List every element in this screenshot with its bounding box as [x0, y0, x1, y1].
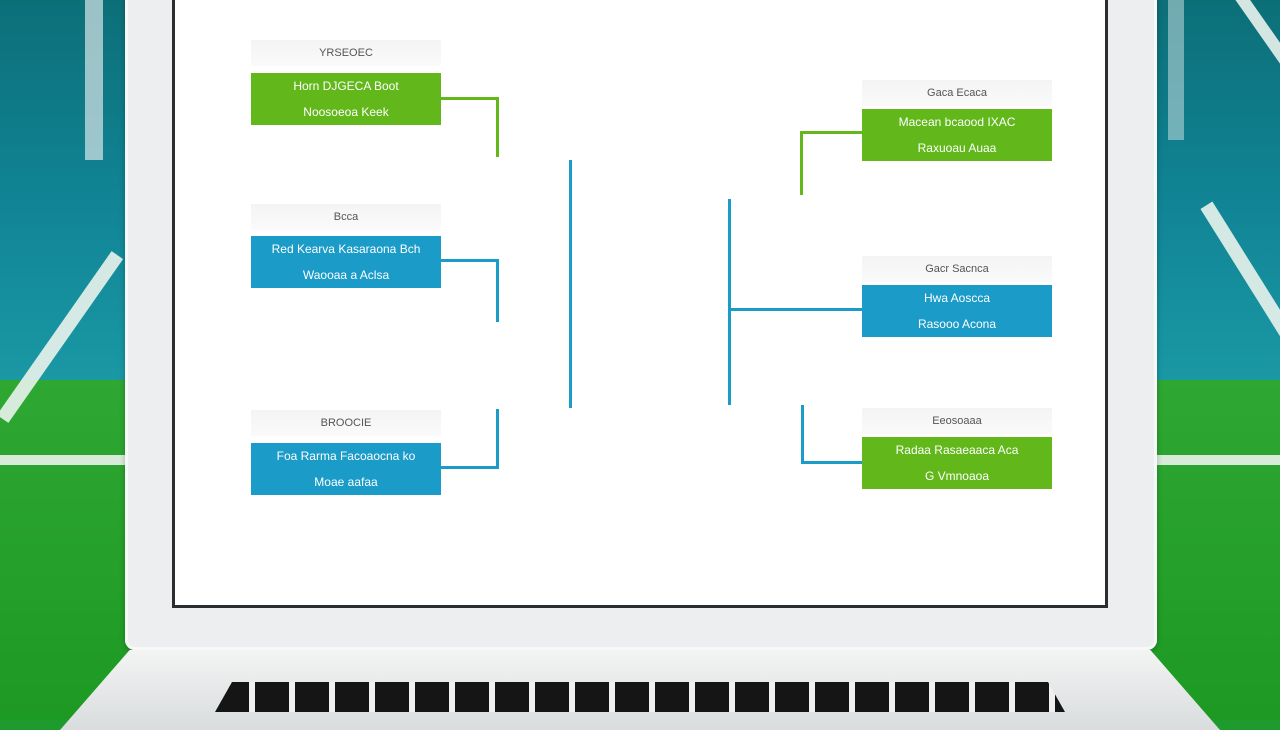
match-box[interactable]: Foa Rarma Facoaocna ko Moae aafaa — [251, 443, 441, 495]
player-name: Hwa Aoscca — [923, 291, 991, 305]
player-name: Rasooo Acona — [917, 317, 997, 331]
player-name: Macean bcaood IXAC — [898, 115, 1016, 129]
bracket-connector — [800, 131, 803, 195]
court-line — [1150, 455, 1280, 465]
bracket-connector — [801, 405, 804, 463]
match-label: Bcca — [251, 204, 441, 230]
bracket-connector — [441, 466, 498, 469]
player-name: G Vmnoaoa — [924, 469, 990, 483]
player-name: Red Kearva Kasaraona Bch — [271, 242, 421, 256]
bracket-connector — [728, 308, 862, 311]
match-label: YRSEOEC — [251, 40, 441, 66]
court-line — [0, 455, 140, 465]
bracket-connector — [800, 131, 862, 134]
player-name: Radaa Rasaeaaca Aca — [895, 443, 1019, 457]
player-name: Horn DJGECA Boot — [293, 79, 399, 93]
bracket-connector — [496, 259, 499, 322]
player-name: Moae aafaa — [314, 475, 378, 489]
laptop-keyboard — [215, 682, 1065, 712]
player-name: Waooaa a Aclsa — [302, 268, 390, 282]
player-name: Foa Rarma Facoaocna ko — [276, 449, 416, 463]
match-box[interactable]: Macean bcaood IXAC Raxuoau Auaa — [862, 109, 1052, 161]
match-label: Eeosoaaa — [862, 408, 1052, 434]
match-box[interactable]: Hwa Aoscca Rasooo Acona — [862, 285, 1052, 337]
match-box[interactable]: Horn DJGECA Boot Noosoeoa Keek — [251, 73, 441, 125]
match-box[interactable]: Radaa Rasaeaaca Aca G Vmnoaoa — [862, 437, 1052, 489]
match-box[interactable]: Red Kearva Kasaraona Bch Waooaa a Aclsa — [251, 236, 441, 288]
net-post — [85, 0, 103, 160]
bracket-connector — [496, 97, 499, 157]
bracket-connector — [441, 259, 498, 262]
match-label: Gaca Ecaca — [862, 80, 1052, 106]
bracket-connector — [569, 160, 572, 408]
match-label: Gacr Sacnca — [862, 256, 1052, 282]
bracket-connector — [496, 409, 499, 469]
bracket-connector — [728, 199, 731, 405]
bracket-connector — [801, 461, 862, 464]
bracket-connector — [441, 97, 498, 100]
match-label: BROOCIE — [251, 410, 441, 436]
player-name: Noosoeoa Keek — [303, 105, 389, 119]
net-post — [1168, 0, 1184, 140]
player-name: Raxuoau Auaa — [917, 141, 997, 155]
laptop-screen: YRSEOEC Horn DJGECA Boot Noosoeoa Keek B… — [172, 0, 1108, 608]
